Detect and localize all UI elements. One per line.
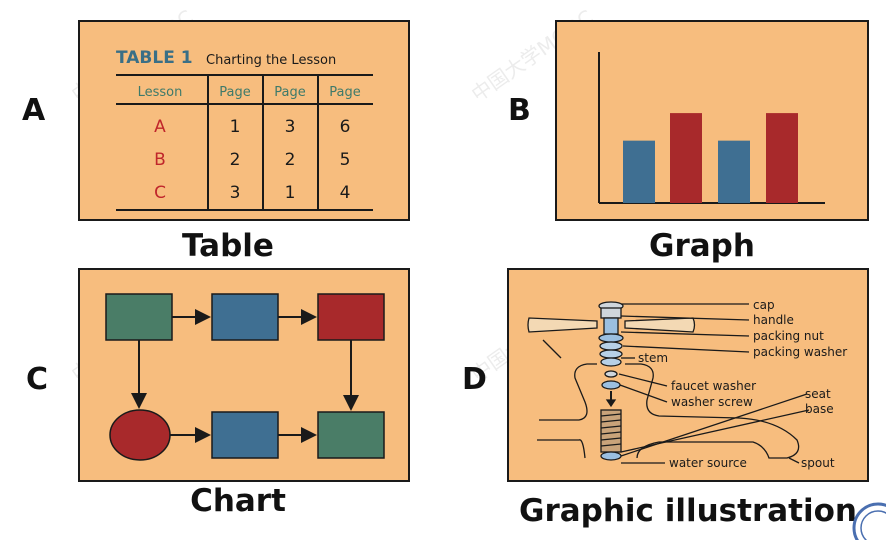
graph-bar <box>623 140 655 203</box>
flow-circle-red <box>109 409 171 461</box>
table-cell: 4 <box>340 183 351 203</box>
graph-bar <box>766 113 798 203</box>
part-label-washer-screw: washer screw <box>671 395 753 409</box>
flow-box-green <box>105 293 173 341</box>
table-cell: 5 <box>340 150 351 170</box>
table-figure: TABLE 1 Charting the Lesson Lesson Page … <box>116 48 373 211</box>
part-label-packing-nut: packing nut <box>753 329 824 343</box>
caption-chart: Chart <box>190 483 286 519</box>
table-cell: 1 <box>230 117 241 137</box>
table-header-page: Page <box>274 85 305 100</box>
part-label-packing-washer: packing washer <box>753 345 847 359</box>
flowchart <box>105 293 385 461</box>
graph-bar <box>718 140 750 203</box>
flow-box-red <box>317 293 385 341</box>
part-label-handle: handle <box>753 313 794 327</box>
table-title-sub: Charting the Lesson <box>206 53 336 68</box>
flow-box-green <box>317 411 385 459</box>
label-c: C <box>26 362 49 397</box>
table-cell: 2 <box>285 150 296 170</box>
bar-graph <box>598 52 825 204</box>
table-cell: 1 <box>285 183 296 203</box>
faucet-illustration: cap handle packing nut packing washer st… <box>527 298 847 470</box>
table-cell: B <box>154 150 166 170</box>
caption-graph: Graph <box>649 228 755 264</box>
panel-illustration: cap handle packing nut packing washer st… <box>507 268 869 482</box>
flow-box-blue <box>211 411 279 459</box>
table-header-page: Page <box>329 85 360 100</box>
table-cell: 6 <box>340 117 351 137</box>
panel-table: TABLE 1 Charting the Lesson Lesson Page … <box>78 20 410 221</box>
part-label-water-source: water source <box>669 456 747 470</box>
graph-bar <box>670 113 702 203</box>
table-header-page: Page <box>219 85 250 100</box>
seal-logo <box>852 502 886 540</box>
table-cell: 3 <box>285 117 296 137</box>
part-label-cap: cap <box>753 298 775 312</box>
flow-box-blue <box>211 293 279 341</box>
table-cell: C <box>154 183 166 203</box>
faucet-handle-left <box>527 317 598 333</box>
table-cell: A <box>154 117 166 137</box>
label-b: B <box>508 93 531 128</box>
table-cell: 2 <box>230 150 241 170</box>
label-d: D <box>462 362 487 397</box>
panel-chart <box>78 268 410 482</box>
table-header-lesson: Lesson <box>138 85 183 100</box>
table-cell: 3 <box>230 183 241 203</box>
faucet-handle-right <box>624 317 696 333</box>
part-label-base: base <box>805 402 834 416</box>
part-label-faucet-washer: faucet washer <box>671 379 756 393</box>
part-label-seat: seat <box>805 387 831 401</box>
panel-graph <box>555 20 869 221</box>
part-label-spout: spout <box>801 456 835 470</box>
part-label-stem: stem <box>638 351 668 365</box>
label-a: A <box>22 93 46 128</box>
caption-illustration: Graphic illustration <box>519 493 857 529</box>
caption-table: Table <box>182 228 274 264</box>
table-title-main: TABLE 1 <box>116 48 193 68</box>
